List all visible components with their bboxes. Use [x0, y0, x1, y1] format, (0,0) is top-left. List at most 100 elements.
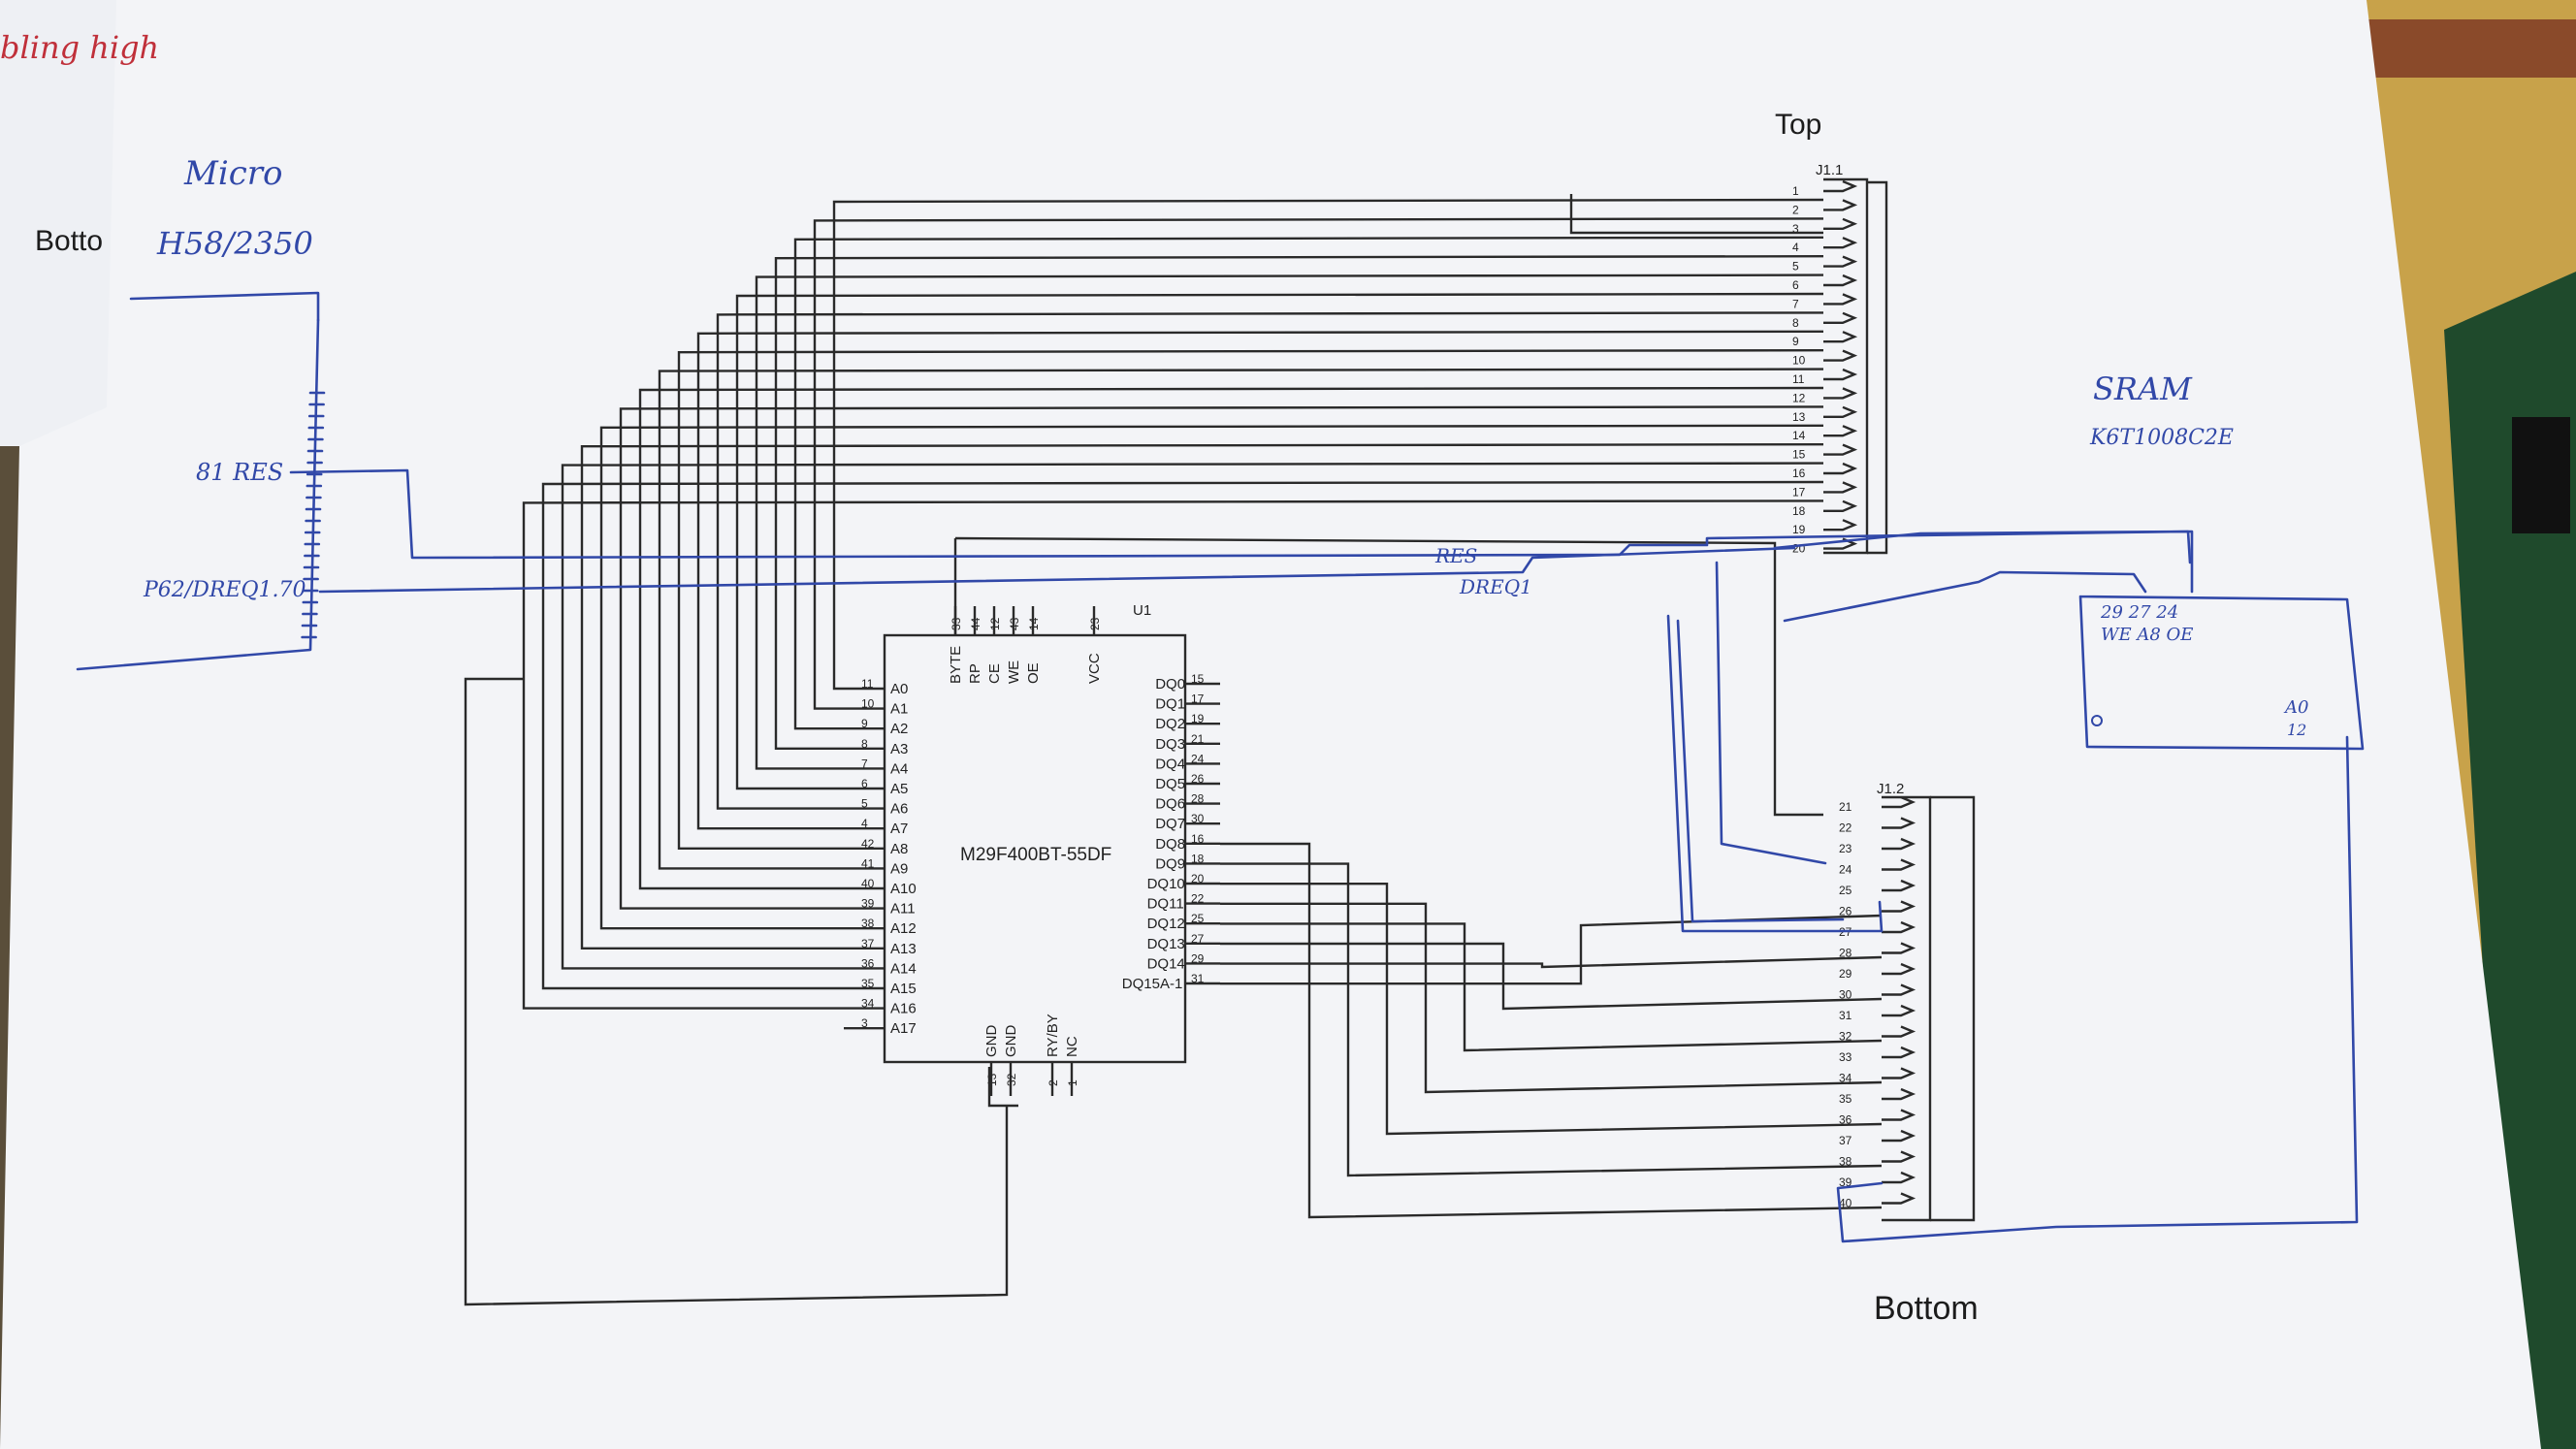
address-bus-wires: [522, 198, 1824, 1010]
chip-pin-number: 15: [1191, 672, 1205, 686]
chip-pin-number: 4: [861, 817, 868, 830]
chip-pin-a11: A11: [890, 901, 916, 918]
j12-pin-lead: [1882, 1025, 1916, 1038]
chip-pin-number: 8: [861, 737, 868, 751]
chip-pin-dq13: DQ13: [1147, 936, 1185, 952]
j11-pin-lead: [1823, 237, 1858, 249]
j11-pin-lead: [1823, 255, 1858, 268]
chip-pin-nc: NC: [1064, 1036, 1080, 1057]
address-wire: [658, 368, 1824, 870]
j12-pin-30: 30: [1839, 988, 1852, 1002]
address-wire: [619, 405, 1824, 910]
dreq-pin-label: P62/DREQ1.70: [143, 578, 306, 602]
chip-pin-a15: A15: [890, 981, 917, 997]
data-wire: [1220, 955, 1883, 969]
sram-wire-b: [1666, 614, 1884, 933]
j12-pin-lead: [1882, 1046, 1916, 1059]
chip-pin-dq10: DQ10: [1147, 876, 1185, 892]
sram-box: [2078, 595, 2365, 751]
j11-pin-lead: [1823, 293, 1858, 306]
j12-pin-lead: [1882, 942, 1916, 954]
chip-pin-a9: A9: [890, 860, 908, 877]
chip-part-number: M29F400BT-55DF: [960, 845, 1111, 865]
j12-pin-lead: [1882, 1171, 1916, 1184]
chip-pin-number: 40: [861, 877, 875, 890]
data-wire: [1220, 842, 1883, 1219]
chip-pin-number: 36: [861, 956, 875, 970]
chip-pin-dq0: DQ0: [1155, 676, 1185, 692]
chip-pin-vcc: VCC: [1086, 653, 1103, 684]
j11-pin-16: 16: [1792, 467, 1806, 480]
seven-segment-display: [2512, 417, 2570, 533]
chip-pin-number: 42: [861, 837, 875, 851]
chip-pin-a12: A12: [890, 920, 917, 937]
address-wire: [522, 499, 1824, 1010]
left-sheet-red-note: bling high: [0, 29, 159, 66]
chip-pin-gnd: GND: [983, 1025, 1000, 1058]
j11-pin-lead: [1823, 217, 1858, 231]
chip-pin-dq7: DQ7: [1155, 816, 1185, 832]
chip-pin-a7: A7: [890, 821, 908, 837]
j12-pin-lead: [1882, 817, 1916, 829]
chip-pin-dq6: DQ6: [1155, 796, 1185, 813]
sram-pin-numbers: 29 27 24: [2100, 602, 2178, 623]
j11-pin-lead: [1823, 481, 1858, 494]
j12-pin-35: 35: [1839, 1092, 1852, 1106]
j12-pin-36: 36: [1839, 1113, 1852, 1127]
j12-pin-lead: [1882, 1109, 1916, 1121]
chip-pin-number: 27: [1191, 932, 1205, 946]
j12-pin-lead: [1882, 962, 1916, 976]
j11-pin-lead: [1823, 443, 1858, 456]
j11-pin-19: 19: [1792, 523, 1806, 536]
j11-pin-3: 3: [1792, 222, 1799, 236]
micro-block: Micro H58/2350 81 RES P62/DREQ1.70: [76, 154, 326, 671]
chip-pin-number: 35: [861, 977, 875, 990]
chip-pin-a0: A0: [890, 681, 908, 697]
sram-block: SRAM K6T1008C2E 29 27 24 WE A8 OE A0 12: [2078, 370, 2365, 751]
data-wire: [1220, 942, 1883, 1011]
chip-pin-a5: A5: [890, 781, 908, 797]
chip-pin-number: 20: [1191, 872, 1205, 886]
address-wire: [735, 292, 1824, 790]
j11-pin-lead: [1823, 387, 1858, 400]
chip-pin-a1: A1: [890, 701, 908, 718]
chip-pin-number: 18: [1191, 852, 1205, 865]
chip-pin-a4: A4: [890, 760, 908, 777]
chip-pin-number: 29: [1191, 951, 1205, 965]
j12-pin-28: 28: [1839, 947, 1852, 960]
j12-pin-31: 31: [1839, 1009, 1852, 1022]
chip-pin-a10: A10: [890, 881, 917, 897]
chip-u1: U1 M29F400BT-55DF A011A110A29A38A47A56A6…: [844, 602, 1220, 1096]
j12-pin-21: 21: [1839, 800, 1852, 814]
chip-pin-number: 9: [861, 717, 868, 730]
chip-pin-number: 6: [861, 777, 868, 790]
address-wire: [677, 349, 1824, 850]
chip-pin-number: 22: [1191, 892, 1205, 906]
j12-pin-24: 24: [1839, 863, 1852, 877]
j12-pin-lead: [1882, 1150, 1916, 1163]
j11-pin-lead: [1823, 405, 1858, 418]
j11-pin-5: 5: [1792, 260, 1799, 274]
ground-stub: [987, 1067, 1018, 1108]
j11-pin-lead: [1823, 311, 1858, 324]
j11-pin-4: 4: [1792, 241, 1799, 254]
data-wire: [1220, 862, 1883, 1177]
chip-pin-number: 37: [861, 937, 875, 950]
j12-pin-33: 33: [1839, 1050, 1852, 1064]
j11-label: J1.1: [1816, 162, 1843, 178]
j11-pin-6: 6: [1792, 278, 1799, 292]
j12-pin-22: 22: [1839, 821, 1852, 835]
j12-pin-40: 40: [1839, 1197, 1852, 1210]
left-sheet-bottom-label: Botto: [35, 225, 103, 257]
address-wire: [716, 311, 1824, 810]
sram-oe-wire: [1783, 570, 2147, 623]
chip-pin-dq2: DQ2: [1155, 716, 1185, 732]
j12-pin-lead: [1882, 1192, 1916, 1205]
chip-pin-dq11: DQ11: [1147, 896, 1184, 913]
j12-pin-lead: [1882, 920, 1916, 934]
connector-j1-2: J1.2 21222324252627282930313233343536373…: [1839, 781, 1976, 1222]
j11-pin-lead: [1823, 368, 1858, 381]
micro-title: Micro: [183, 154, 282, 193]
chip-pin-number: 41: [861, 856, 875, 870]
